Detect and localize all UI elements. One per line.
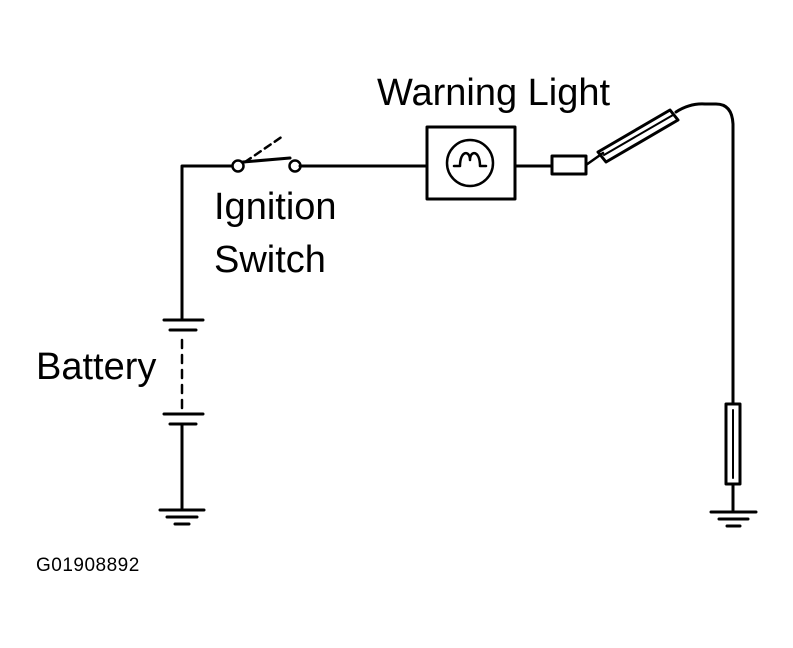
ignition-switch-label-line1: Ignition (214, 186, 337, 228)
lead-wire (674, 102, 735, 406)
test-probe-lower (724, 402, 742, 512)
ignition-switch-symbol (231, 134, 302, 173)
switch-terminal-left (231, 159, 245, 173)
warning-light-filament (452, 152, 488, 168)
test-probe-upper (584, 108, 680, 167)
connector-plug (550, 154, 588, 176)
probe-stripe (603, 114, 674, 156)
battery-label: Battery (36, 346, 157, 388)
ground-symbol-right (709, 510, 758, 528)
warning-light-housing (425, 125, 517, 201)
warning-light-symbol (425, 125, 517, 201)
warning-light-label: Warning Light (377, 72, 611, 114)
warning-light-bulb (445, 138, 495, 188)
ignition-switch-label-line2: Switch (214, 239, 326, 281)
wire-battery-to-switch (180, 164, 234, 320)
ground-symbol-left (158, 508, 206, 526)
battery-symbol (162, 318, 205, 426)
figure-code: G01908892 (36, 555, 140, 576)
switch-blade (241, 156, 292, 164)
switch-dashed-path (243, 134, 285, 164)
probe-body (596, 108, 680, 164)
